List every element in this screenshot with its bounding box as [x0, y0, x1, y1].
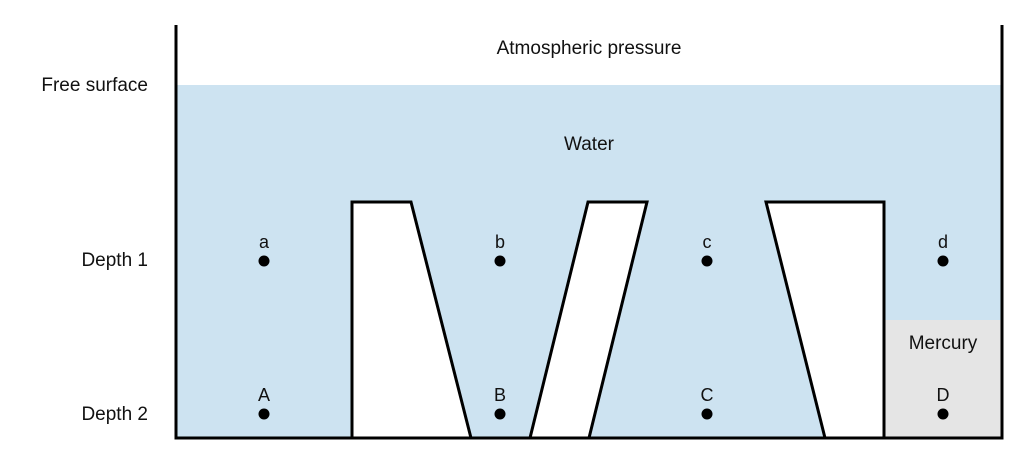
- point-D-dot: [937, 408, 949, 420]
- point-b-dot: [494, 255, 506, 267]
- point-label-a: a: [259, 232, 270, 252]
- point-label-A: A: [258, 385, 270, 405]
- depth-1-label: Depth 1: [81, 250, 148, 271]
- water-label: Water: [564, 134, 615, 155]
- atmospheric-pressure-label: Atmospheric pressure: [497, 38, 682, 59]
- pillar-rectangular: [350, 200, 473, 440]
- depth-2-label: Depth 2: [81, 404, 148, 425]
- point-label-C: C: [701, 385, 714, 405]
- point-label-D: D: [937, 385, 950, 405]
- container-left-wall: [174, 25, 352, 440]
- point-label-c: c: [703, 232, 712, 252]
- free-surface-label: Free surface: [41, 75, 148, 96]
- point-B-dot: [494, 408, 506, 420]
- container-right-wall: [884, 25, 1004, 440]
- point-c-dot: [701, 255, 713, 267]
- point-d-dot: [937, 255, 949, 267]
- point-A-dot: [258, 408, 270, 420]
- pillar-right: [764, 200, 886, 440]
- point-label-B: B: [494, 385, 506, 405]
- point-a-dot: [258, 255, 270, 267]
- point-label-d: d: [938, 232, 948, 252]
- mercury-label: Mercury: [909, 333, 978, 354]
- pillar-middle: [528, 200, 649, 440]
- point-C-dot: [701, 408, 713, 420]
- point-label-b: b: [495, 232, 505, 252]
